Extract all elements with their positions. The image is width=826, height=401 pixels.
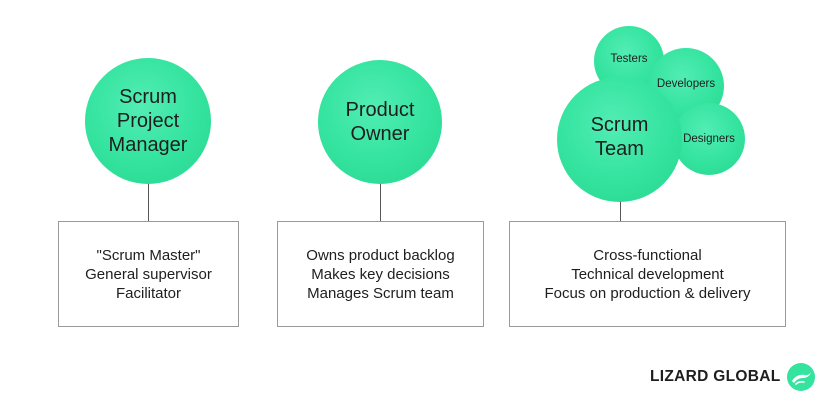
duty-text: "Scrum Master" (96, 246, 201, 264)
logo-text: LIZARD GLOBAL (650, 368, 781, 385)
connector-line (148, 176, 149, 221)
role-title: Scrum Team (591, 113, 649, 161)
duty-text: Technical development (571, 265, 724, 283)
duty-text: Focus on production & delivery (544, 284, 751, 302)
team-member-label: Testers (610, 53, 648, 65)
role-title-line: Scrum (119, 86, 177, 108)
role-title-line: Team (595, 137, 644, 160)
connector-line (380, 180, 381, 221)
duty-text: Owns product backlog (306, 246, 455, 264)
role-bubble-scrum-project-manager: Scrum Project Manager (85, 58, 211, 184)
duty-text: Manages Scrum team (307, 284, 454, 302)
role-duties-box-product-owner: Owns product backlog Makes key decisions… (277, 221, 484, 327)
role-title: Scrum Project Manager (109, 85, 188, 157)
team-member-label: Designers (683, 133, 735, 145)
role-title-line: Owner (350, 123, 410, 145)
role-bubble-product-owner: Product Owner (318, 60, 442, 184)
duty-text: General supervisor (85, 265, 212, 283)
team-member-label: Developers (656, 78, 716, 90)
role-bubble-scrum-team: Scrum Team (557, 77, 682, 202)
lizard-logo-icon (787, 363, 816, 391)
connector-line (620, 196, 621, 221)
role-duties-box-scrum-project-manager: "Scrum Master" General supervisor Facili… (58, 221, 239, 327)
duty-text: Cross-functional (593, 246, 702, 264)
role-title-line: Project (116, 110, 180, 132)
duty-text: Makes key decisions (311, 265, 450, 283)
duty-text: Facilitator (115, 284, 182, 302)
lizard-global-logo: LIZARD GLOBAL (650, 362, 816, 392)
role-title-line: Manager (108, 134, 188, 156)
role-duties-box-scrum-team: Cross-functional Technical development F… (509, 221, 786, 327)
role-title-line: Product (345, 99, 415, 121)
role-title: Product Owner (346, 98, 415, 146)
role-title-line: Scrum (590, 113, 649, 136)
team-member-bubble-designers: Designers (673, 103, 745, 175)
